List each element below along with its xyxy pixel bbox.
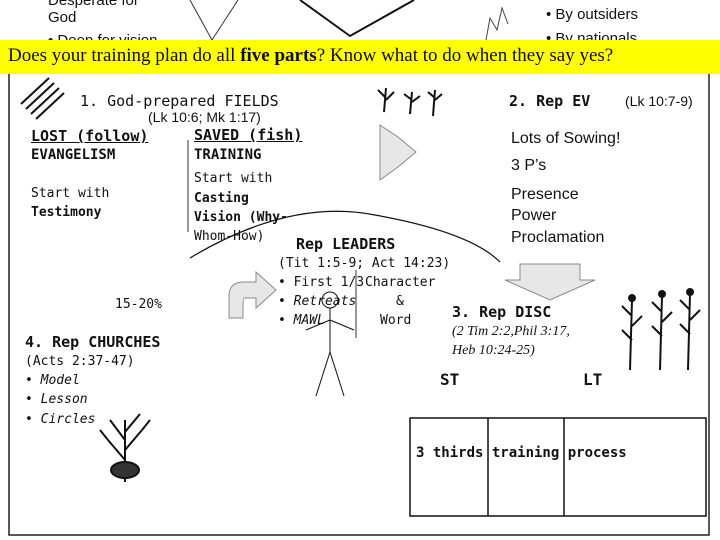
mawl-text: • MAWL [278,313,325,328]
thirds-box [409,417,707,517]
training-label: TRAINING [194,147,262,163]
fields-title: 1. God-prepared FIELDS [80,92,279,110]
sprout-row-icon [377,87,443,117]
field-hatch-icon [20,77,65,120]
ev-title: 2. Rep EV [509,92,591,110]
top-sprout-icon [485,6,509,41]
top-chevron-shape [299,0,415,38]
lt-label: LT [583,370,603,389]
church-tree-icon [99,413,151,482]
character-text: Character [365,275,436,290]
banner-text-bold: five parts [240,45,317,66]
disc-ref-line2: Heb 10:24-25) [452,343,535,358]
presence-text: Presence [511,186,579,203]
god-text: God [48,9,77,26]
by-outsiders-text: • By outsiders [546,6,638,23]
percent-text: 15-20% [115,297,162,312]
vision-text: Vision (Why- [194,210,288,225]
lesson-item: • Lesson [25,392,88,407]
sowing-text: Lots of Sowing! [511,130,621,147]
leaders-ref: (Tit 1:5-9; Act 14:23) [278,256,451,271]
casting-text: Casting [194,191,249,206]
churches-title: 4. Rep CHURCHES [25,333,161,351]
question-banner [0,40,720,74]
first-third-text: • First 1/3 [278,275,365,290]
churches-ref: (Acts 2:37-47) [25,354,135,369]
disc-title: 3. Rep DISC [452,303,552,321]
banner-text-after: ? Know what to do when they say yes? [316,45,614,66]
arrow-down-icon [504,263,596,301]
desperate-text: Desperate for [48,0,139,9]
circles-item: • Circles [25,412,96,427]
stick-figure-icon [305,291,355,397]
leaders-title: Rep LEADERS [296,235,396,253]
whom-how-text: Whom-How) [194,229,265,244]
arrow-curve-up-icon [228,270,277,319]
growing-plants-icon [621,288,701,371]
ev-ref: (Lk 10:7-9) [625,93,693,109]
model-item: • Model [25,373,80,388]
banner-text: Does your training plan do all five part… [8,45,613,67]
start-with-text-2: Start with [194,171,273,186]
retreats-text: • Retreats [278,294,357,309]
lost-label: LOST (follow) [31,127,149,145]
top-stick-figure-left [189,0,239,41]
proclamation-text: Proclamation [511,229,605,246]
fields-ref: (Lk 10:6; Mk 1:17) [148,109,261,125]
word-text: Word [380,313,412,328]
three-ps-text: 3 P’s [511,157,547,174]
banner-text-before: Does your training plan do all [8,45,241,66]
st-label: ST [440,370,460,389]
start-with-text: Start with [31,186,110,201]
thirds-process-text: 3 thirds training process [416,445,627,461]
evangelism-label: EVANGELISM [31,147,116,163]
arrow-right-icon [379,124,417,181]
disc-ref-line1: (2 Tim 2:2,Phil 3:17, [452,324,570,339]
testimony-text: Testimony [31,205,102,220]
fields-leaders-curve [189,210,501,263]
power-text: Power [511,207,557,224]
saved-label: SAVED (fish) [194,126,303,144]
ampersand-text: & [396,294,404,309]
